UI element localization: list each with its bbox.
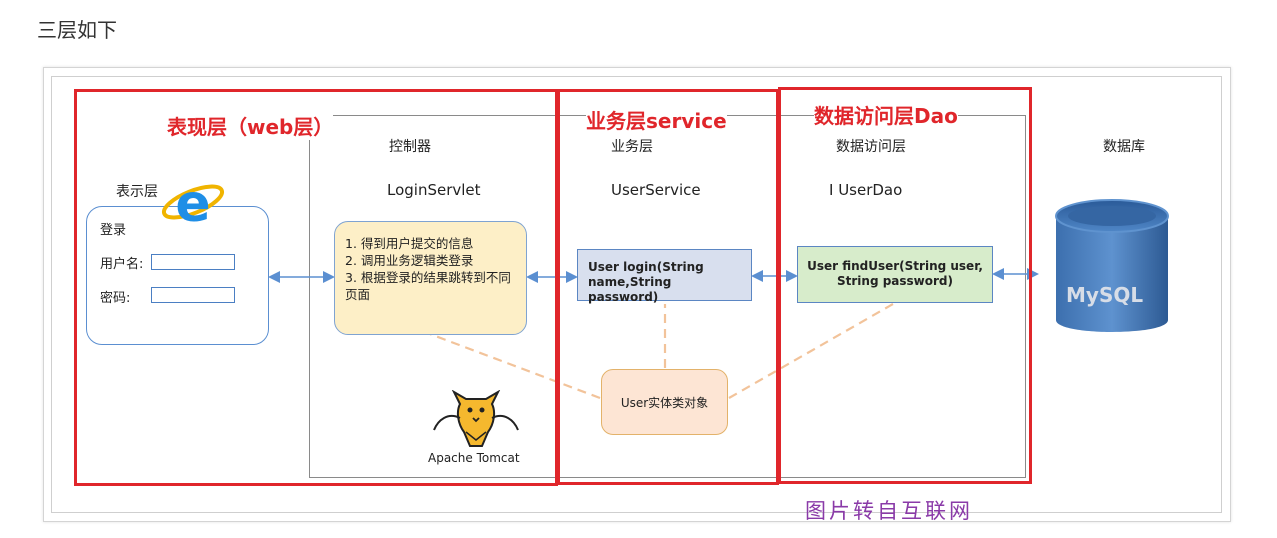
dao-method-box: User findUser(String user, String passwo… — [797, 246, 993, 303]
password-label: 密码: — [100, 291, 131, 306]
controller-step: 2. 调用业务逻辑类登录 — [345, 253, 474, 268]
dao-heading: 数据访问层 — [836, 139, 906, 155]
diagram-inner-frame — [51, 76, 1222, 513]
watermark-text: 图片转自互联网 — [805, 499, 973, 523]
dao-layer-highlight — [778, 87, 1032, 484]
dao-class-name: I UserDao — [829, 181, 903, 199]
tomcat-logo-icon — [433, 390, 519, 447]
page-heading: 三层如下 — [37, 18, 117, 42]
service-method-box: User login(String name,String password) — [577, 249, 752, 304]
tomcat-label: Apache Tomcat — [428, 451, 520, 465]
browser-login-form — [86, 206, 269, 345]
entity-dao-dependency — [728, 303, 894, 399]
mysql-logo-text: MySQL — [1066, 283, 1144, 307]
password-field — [151, 287, 235, 303]
svg-text:e: e — [175, 176, 210, 230]
login-form-title: 登录 — [100, 223, 127, 238]
mysql-database-icon — [1055, 199, 1169, 332]
service-class-name: UserService — [611, 181, 701, 199]
service-layer-highlight — [557, 89, 779, 485]
web-layer-highlight — [74, 89, 558, 486]
web-layer-title: 表现层（web层） — [167, 111, 334, 140]
controller-heading: 控制器 — [389, 139, 431, 155]
entity-controller-dependency — [429, 332, 601, 400]
username-field — [151, 254, 235, 270]
user-entity-label: User实体类对象 — [620, 395, 709, 410]
database-heading: 数据库 — [1103, 139, 1145, 155]
controller-steps-box: 1. 得到用户提交的信息 2. 调用业务逻辑类登录 3. 根据登录的结果跳转到不… — [334, 221, 527, 335]
controller-step: 1. 得到用户提交的信息 — [345, 236, 474, 251]
service-layer-title: 业务层service — [586, 105, 727, 134]
dao-layer-title: 数据访问层Dao — [814, 100, 958, 129]
controller-step: 3. 根据登录的结果跳转到不同页面 — [345, 270, 511, 302]
user-entity-box: User实体类对象 — [601, 369, 728, 435]
username-label: 用户名: — [100, 257, 144, 272]
ie-browser-icon: e — [161, 176, 225, 230]
presentation-label: 表示层 — [116, 184, 158, 200]
controller-class-name: LoginServlet — [387, 181, 481, 199]
service-heading: 业务层 — [611, 139, 653, 155]
